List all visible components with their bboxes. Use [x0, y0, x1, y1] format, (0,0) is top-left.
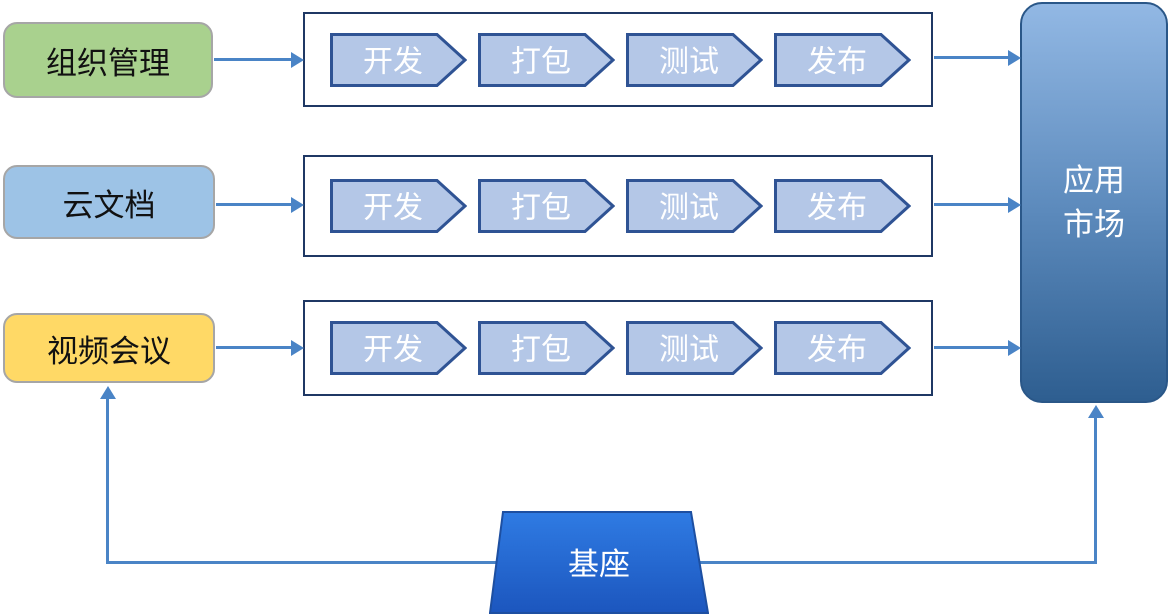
node-org-management-label: 组织管理: [46, 45, 170, 82]
arrow-base-to-market: [1094, 418, 1097, 564]
stage-package-label: 打包: [511, 191, 571, 226]
chevron-shape: 测试: [626, 321, 763, 375]
node-app-market-label-line1: 应用: [1063, 162, 1125, 199]
trapezoid-shape: [488, 511, 710, 614]
stage-release: 发布: [774, 179, 911, 233]
arrow-pipeline3-to-market: [934, 346, 1008, 349]
chevron-shape: 发布: [774, 179, 911, 233]
stage-develop: 开发: [330, 32, 467, 87]
stage-release: 发布: [774, 32, 911, 87]
stage-test-label: 测试: [659, 191, 719, 226]
node-video-meeting-label: 视频会议: [47, 333, 171, 370]
node-org-management: 组织管理: [3, 22, 213, 98]
node-base-platform-label: 基座: [568, 547, 630, 583]
chevron-shape: 打包: [478, 179, 615, 233]
stage-test-label: 测试: [659, 333, 719, 368]
node-cloud-docs: 云文档: [3, 165, 215, 239]
node-video-meeting: 视频会议: [3, 313, 215, 383]
chevron-shape: 开发: [330, 179, 467, 233]
stage-develop: 开发: [330, 179, 467, 233]
stage-test: 测试: [626, 179, 763, 233]
stage-develop-label: 开发: [363, 333, 423, 368]
stage-test-label: 测试: [659, 44, 719, 79]
chevron-shape: 打包: [478, 321, 615, 375]
chevron-shape: 开发: [330, 32, 467, 87]
pipeline-row-1: 开发 打包 测试 发布: [303, 12, 933, 107]
pipeline-row-3: 开发 打包 测试 发布: [303, 300, 933, 396]
stage-package: 打包: [478, 179, 615, 233]
chevron-shape: 发布: [774, 321, 911, 375]
chevron-shape: 打包: [478, 32, 615, 87]
stage-develop: 开发: [330, 321, 467, 375]
stage-package-label: 打包: [511, 44, 571, 79]
node-base-platform: 基座: [488, 511, 710, 614]
stage-release-label: 发布: [807, 191, 867, 226]
stage-develop-label: 开发: [363, 44, 423, 79]
arrow-org-to-pipeline1: [214, 58, 291, 61]
arrow-base-to-meeting: [106, 399, 109, 564]
arrow-pipeline1-to-market: [934, 56, 1008, 59]
chevron-shape: 测试: [626, 32, 763, 87]
stage-release-label: 发布: [807, 44, 867, 79]
stage-package: 打包: [478, 32, 615, 87]
node-cloud-docs-label: 云文档: [62, 187, 156, 224]
arrow-meeting-to-pipeline3: [216, 346, 291, 349]
stage-release: 发布: [774, 321, 911, 375]
stage-package: 打包: [478, 321, 615, 375]
chevron-shape: 发布: [774, 32, 911, 87]
arrow-pipeline2-to-market: [934, 203, 1008, 206]
stage-test: 测试: [626, 321, 763, 375]
chevron-shape: 开发: [330, 321, 467, 375]
pipeline-row-2: 开发 打包 测试 发布: [303, 155, 933, 257]
stage-test: 测试: [626, 32, 763, 87]
stage-release-label: 发布: [807, 333, 867, 368]
arrow-docs-to-pipeline2: [216, 203, 291, 206]
node-app-market-label-line2: 市场: [1063, 206, 1125, 243]
chevron-shape: 测试: [626, 179, 763, 233]
node-app-market: 应用 市场: [1020, 2, 1168, 403]
stage-develop-label: 开发: [363, 191, 423, 226]
stage-package-label: 打包: [511, 333, 571, 368]
